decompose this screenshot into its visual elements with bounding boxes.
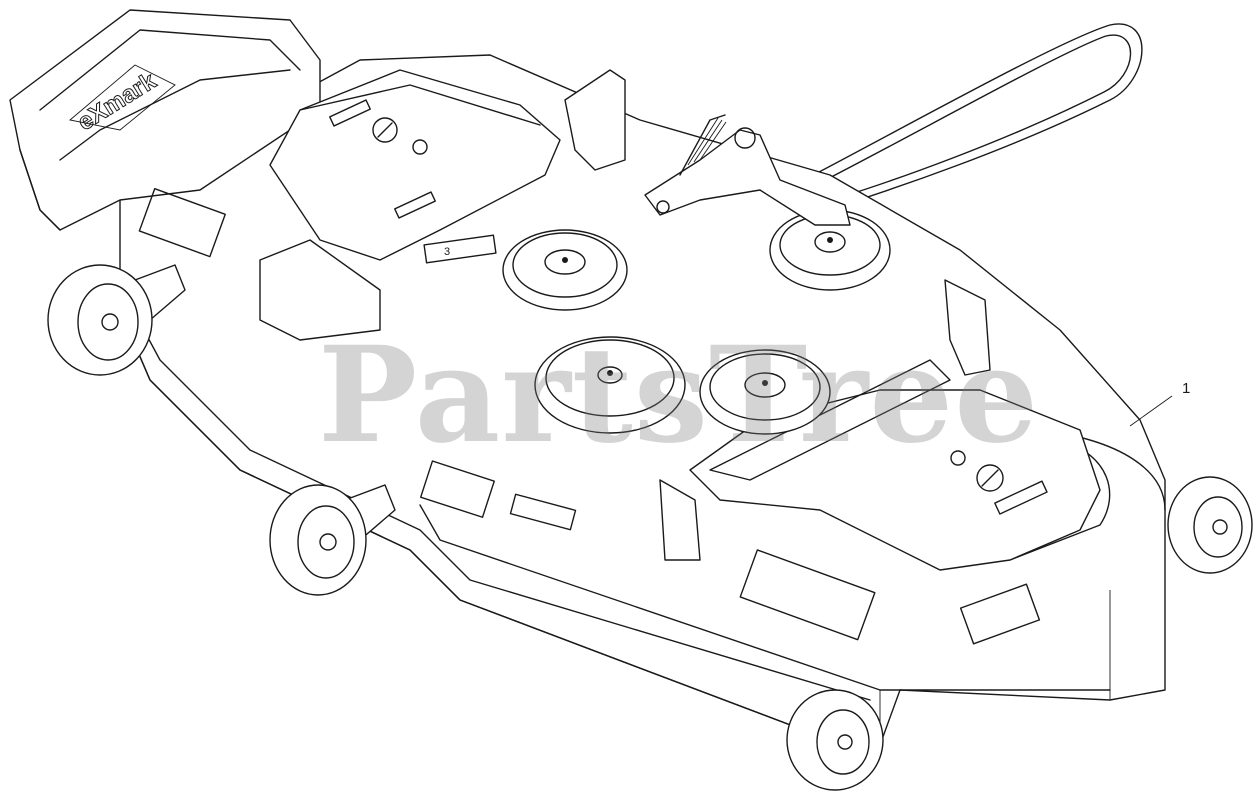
spindle-pulley-rear (502, 229, 628, 311)
spindle-pulley-center (534, 336, 686, 434)
caster-wheel-rear-right (1167, 476, 1253, 574)
deck-brackets (134, 69, 991, 561)
caster-wheel-rear-left (47, 264, 153, 376)
callout-label-1: 1 (1182, 380, 1191, 397)
caster-wheel-front-right (786, 689, 884, 791)
belt-cover-left (269, 69, 561, 261)
discharge-chute-cover (9, 9, 321, 231)
safety-decals (138, 187, 1041, 645)
idler-pulley (769, 209, 891, 291)
spindle-pulley-right (699, 349, 831, 435)
idler-arm-assembly (644, 114, 851, 226)
decal-number: 3 (444, 246, 450, 258)
drive-belt (799, 23, 1143, 207)
callout-leader-1 (1129, 395, 1173, 427)
caster-wheel-front-left (269, 484, 367, 596)
belt-cover-right (689, 359, 1101, 571)
svg-text:3: 3 (444, 246, 450, 258)
